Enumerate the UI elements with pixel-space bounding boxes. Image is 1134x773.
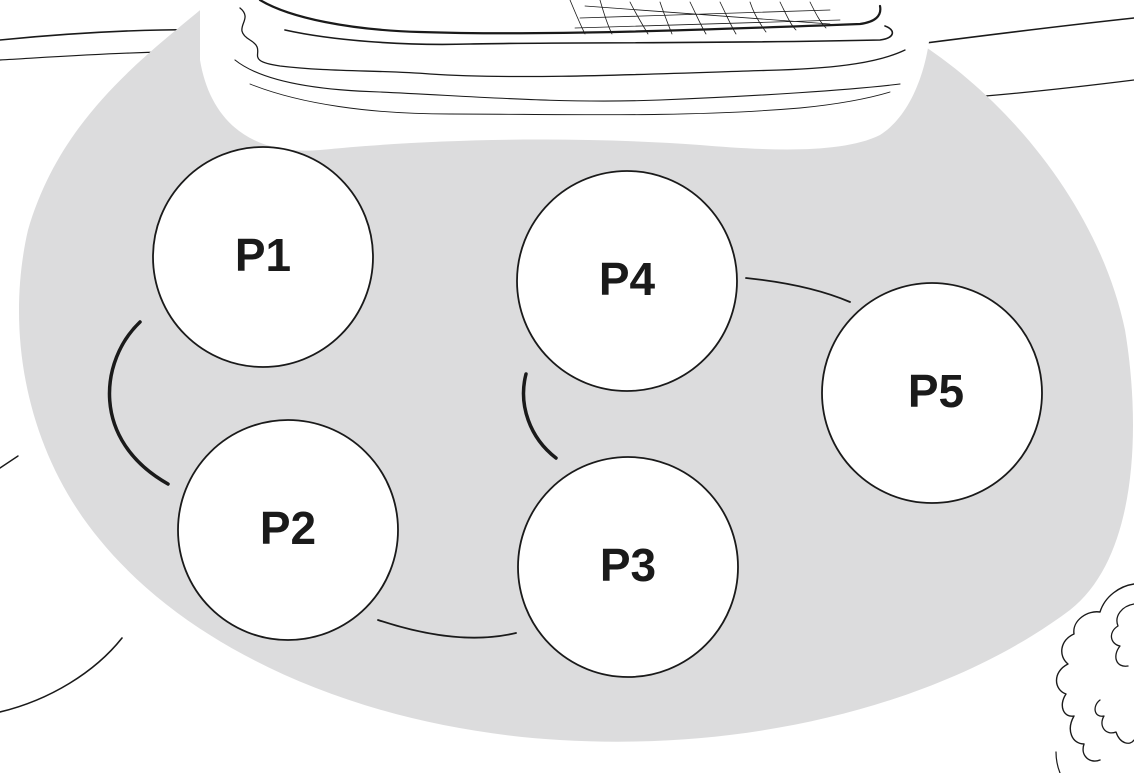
node-p3: P3 — [517, 456, 739, 678]
edge-p2-p3 — [377, 619, 517, 639]
edge-p4-p5 — [745, 277, 851, 303]
node-label-p5: P5 — [908, 365, 964, 417]
tree-sketch — [1055, 583, 1134, 773]
node-p5: P5 — [821, 282, 1043, 504]
node-label-p3: P3 — [600, 539, 656, 591]
edge-p1-p2 — [107, 320, 170, 486]
node-label-p1: P1 — [235, 229, 291, 281]
node-label-p2: P2 — [260, 502, 316, 554]
node-label-p4: P4 — [599, 253, 656, 305]
diagram-nodes: P1 P2 P3 P4 P5 — [152, 146, 1043, 678]
node-p2: P2 — [177, 419, 399, 641]
top-sketch-object — [200, 0, 931, 151]
node-p1: P1 — [152, 146, 374, 368]
node-p4: P4 — [516, 170, 738, 392]
edge-p3-p4 — [521, 372, 558, 460]
diagram-edges — [107, 277, 851, 639]
